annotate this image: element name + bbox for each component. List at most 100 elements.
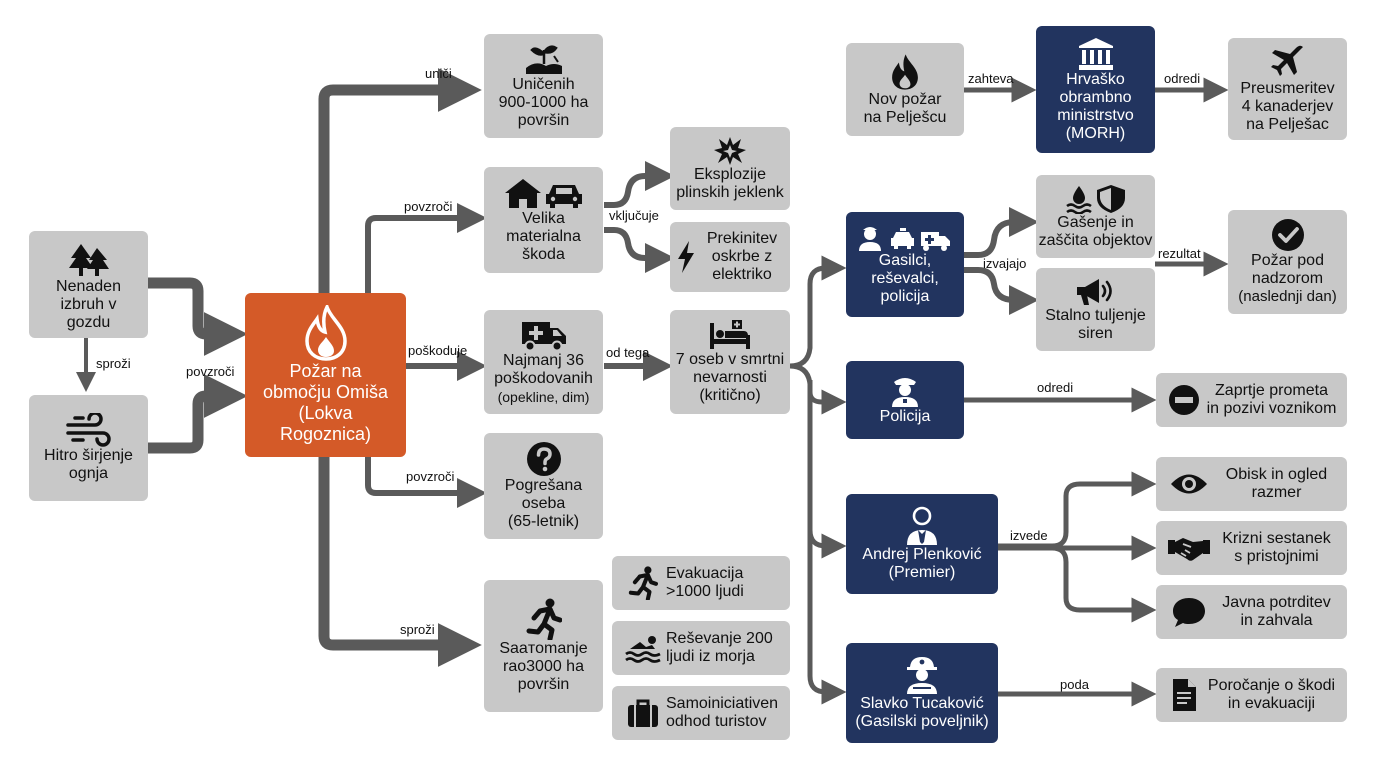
arrow-fire-to-damage <box>365 203 487 293</box>
wind-icon <box>65 413 113 447</box>
label-odredi-morh: odredi <box>1164 71 1201 86</box>
node-plenkovic: Andrej Plenković(Premier) <box>846 494 998 594</box>
swimmer-icon <box>620 633 666 663</box>
label-povzroci-left: povzroči <box>186 364 235 379</box>
label-zahteva: zahteva <box>968 71 1014 86</box>
document-icon <box>1164 678 1204 712</box>
arrow-damage-to-power <box>604 227 675 273</box>
label-rezultat: rezultat <box>1158 246 1201 261</box>
speech-bubble-icon <box>1164 596 1214 628</box>
arrow-fire-to-destroyed <box>318 68 482 293</box>
label-poda: poda <box>1060 677 1089 692</box>
node-evac-text: Evakuacija>1000 ljudi <box>666 565 744 600</box>
label-od-tega: od tega <box>606 345 650 360</box>
label-odredi-police: odredi <box>1037 380 1074 395</box>
explosion-icon <box>713 136 747 166</box>
arrow-fire-to-missing <box>365 457 487 508</box>
businessman-icon <box>905 506 939 546</box>
running-person-icon <box>620 566 666 600</box>
government-building-icon <box>1077 37 1115 71</box>
node-police-text: Policija <box>879 408 931 425</box>
airplane-icon <box>1270 44 1306 80</box>
label-izvede: izvede <box>1010 528 1048 543</box>
label-sprozi-left: sproži <box>96 356 131 371</box>
label-povzroci-damage: povzroči <box>404 199 453 214</box>
label-izvajajo: izvajajo <box>983 256 1027 271</box>
arrow-wind-to-fire <box>148 374 248 454</box>
node-plenkovic-text: Andrej Plenković(Premier) <box>862 546 982 581</box>
flame-icon <box>303 305 349 361</box>
water-shield-icon <box>1065 184 1127 214</box>
arrow-plenkovic-to-thanks <box>1051 545 1157 623</box>
question-icon <box>526 441 562 477</box>
arrow-critical-to-tucakovic <box>807 530 847 705</box>
arrow-responders-to-sirens <box>964 267 1039 315</box>
label-vkljucuje: vključuje <box>609 208 659 223</box>
ambulance-icon <box>520 318 568 352</box>
handshake-icon <box>1164 534 1214 562</box>
running-person-icon <box>526 598 562 640</box>
firefighter-icon <box>905 655 939 695</box>
node-tucakovic: Slavko Tucaković(Gasilski poveljnik) <box>846 643 998 743</box>
responders-icon <box>857 224 953 252</box>
megaphone-icon <box>1075 277 1117 307</box>
trees-icon <box>67 242 111 278</box>
arrow-responders-to-extinguish <box>964 207 1039 258</box>
lightning-icon <box>674 240 698 274</box>
arrow-fire-to-threat <box>318 457 482 667</box>
flame-icon <box>889 53 921 91</box>
node-tucakovic-text: Slavko Tucaković(Gasilski poveljnik) <box>855 695 989 730</box>
no-entry-icon <box>1164 384 1204 416</box>
check-circle-icon <box>1271 218 1305 252</box>
label-povzroci-missing: povzroči <box>406 469 455 484</box>
node-evac: Evakuacija>1000 ljudi <box>612 556 790 610</box>
node-police: Policija <box>846 361 964 439</box>
arrow-damage-to-explosions <box>604 161 675 208</box>
arrow-critical-to-responders <box>789 255 847 369</box>
eye-icon <box>1164 471 1214 497</box>
arrow-forest-to-fire <box>148 277 248 356</box>
burnt-plant-icon <box>524 42 564 76</box>
arrow-plenkovic-to-visit <box>998 471 1157 549</box>
